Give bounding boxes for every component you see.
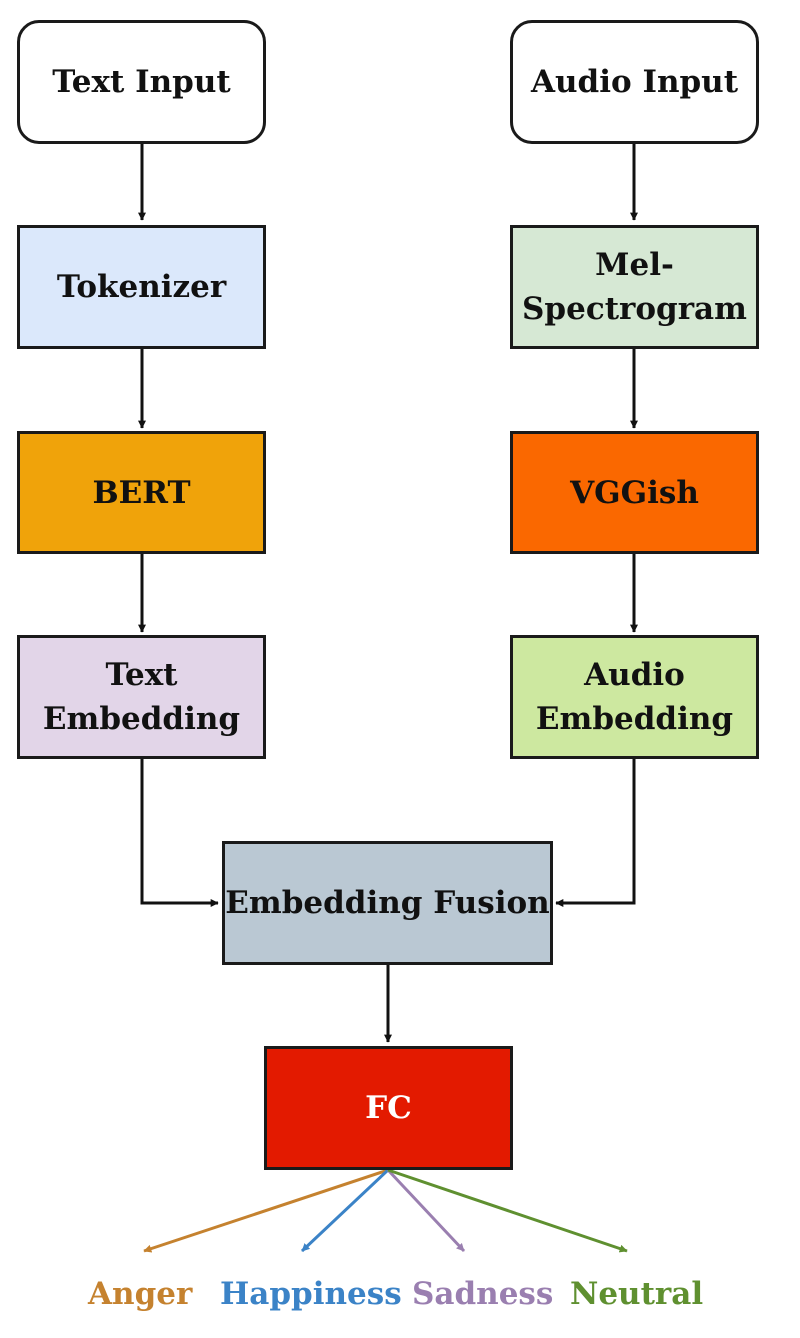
arrow-fc-to-neutral	[387, 1168, 628, 1253]
output-label-neutral: Neutral	[570, 1276, 704, 1312]
text-input-node: Text Input	[17, 20, 266, 144]
embedding-fusion-label: Embedding Fusion	[225, 885, 550, 921]
output-arrows	[143, 1168, 628, 1253]
output-label-happiness: Happiness	[220, 1276, 402, 1312]
fc-node: FC	[264, 1046, 513, 1170]
audio-embedding-node: Audio Embedding	[510, 635, 759, 759]
tokenizer-node: Tokenizer	[17, 225, 266, 349]
arrow-text-embedding-to-fusion	[140, 759, 219, 907]
output-label-anger: Anger	[88, 1276, 193, 1312]
text-embedding-label-line1: Text	[105, 657, 178, 693]
mel-spectrogram-label-line1: Mel-	[595, 247, 674, 283]
bert-label: BERT	[92, 474, 191, 511]
arrow-audio-embedding-to-fusion	[555, 759, 636, 907]
arrow-fc-to-sadness	[386, 1168, 466, 1253]
bert-node: BERT	[17, 431, 266, 554]
output-label-sadness: Sadness	[412, 1276, 554, 1312]
audio-input-label: Audio Input	[530, 64, 739, 100]
text-embedding-label-line2: Embedding	[42, 701, 241, 737]
mel-spectrogram-label-line2: Spectrogram	[522, 291, 747, 327]
audio-embedding-label-line2: Embedding	[535, 701, 734, 737]
audio-input-node: Audio Input	[510, 20, 759, 144]
arrow-fc-to-anger	[143, 1168, 389, 1253]
embedding-fusion-node: Embedding Fusion	[222, 841, 553, 965]
text-embedding-node: Text Embedding	[17, 635, 266, 759]
tokenizer-label: Tokenizer	[56, 269, 227, 305]
audio-embedding-label-line1: Audio	[584, 657, 685, 693]
vggish-label: VGGish	[570, 474, 699, 511]
mel-spectrogram-node: Mel- Spectrogram	[510, 225, 759, 349]
text-input-label: Text Input	[52, 64, 231, 100]
fc-label: FC	[365, 1090, 412, 1126]
vggish-node: VGGish	[510, 431, 759, 554]
arrow-fc-to-happiness	[300, 1168, 390, 1253]
